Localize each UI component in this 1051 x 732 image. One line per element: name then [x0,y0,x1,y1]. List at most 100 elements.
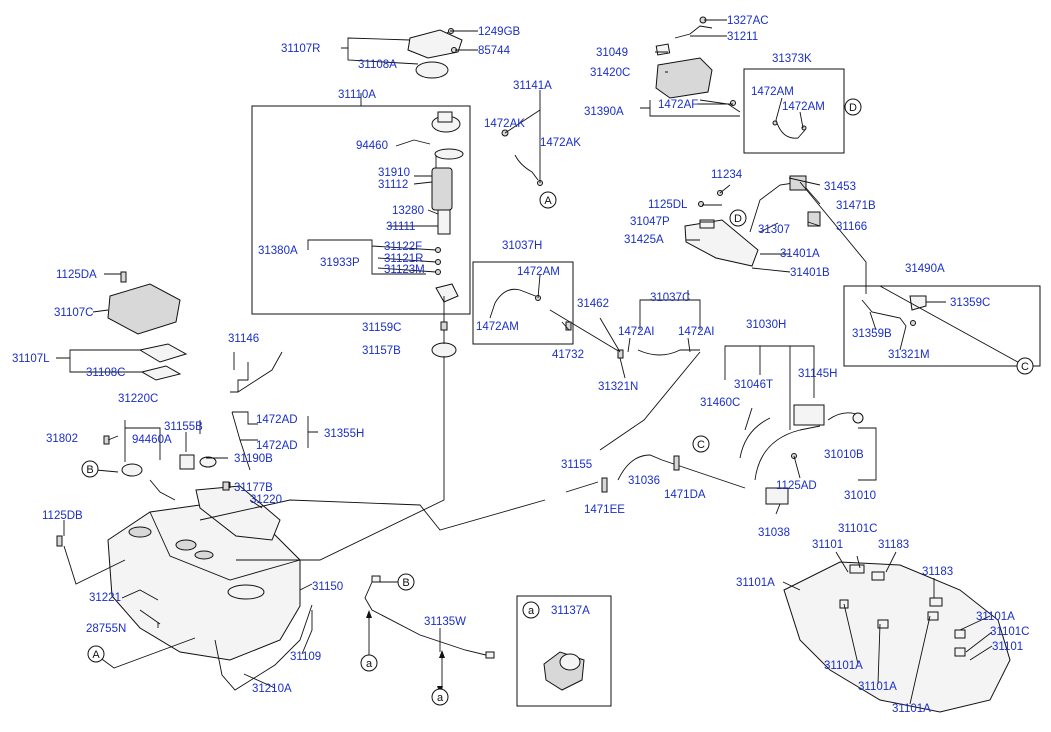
label-31359C: 31359C [950,297,990,309]
label-31010: 31010 [844,490,876,502]
label-31166: 31166 [836,221,867,233]
cover-plate-31107R [407,28,463,79]
label-31453: 31453 [824,181,856,193]
box-31037H [472,261,574,345]
vent-tube-31146 [237,351,283,393]
label-31155B: 31155B [164,421,203,433]
label-31462: 31462 [577,298,609,310]
label-31101A-e: 31101A [892,703,931,715]
label-31221: 31221 [89,592,121,604]
label-31038: 31038 [758,527,790,539]
label-1472AI-b: 1472AI [678,326,714,338]
label-31355H: 31355H [324,428,364,440]
label-31183-b: 31183 [922,566,953,578]
label-31490A: 31490A [905,263,945,275]
filler-neck-assembly [739,404,864,505]
label-1471EE: 1471EE [584,504,625,516]
label-31145H: 31145H [798,368,837,380]
box-31490A [843,285,1041,367]
label-31037H: 31037H [502,240,542,252]
label-1472AM-d: 1472AM [476,321,519,333]
label-31101-b: 31101 [992,641,1023,653]
label-31220C: 31220C [118,393,158,405]
label-1125DA: 1125DA [56,269,97,281]
bolt-31159C [440,321,448,331]
callout-D1: D [844,98,862,116]
svg-text:C: C [1021,361,1029,373]
label-1472AK-b: 1472AK [540,137,581,149]
label-31210A: 31210A [252,683,292,695]
label-31460C: 31460C [700,397,740,409]
label-31135W: 31135W [424,616,466,628]
label-31183-a: 31183 [878,539,909,551]
label-31101C-b: 31101C [990,626,1029,638]
svg-text:C: C [697,439,705,451]
label-31108C: 31108C [86,367,125,379]
label-31401B: 31401B [790,267,830,279]
callout-B2: B [397,573,415,591]
callout-C2: C [1016,357,1034,375]
label-31108A: 31108A [358,59,397,71]
label-31101C-a: 31101C [838,523,877,535]
label-31177B: 31177B [234,482,273,494]
label-31030H: 31030H [746,319,786,331]
label-31359B: 31359B [852,328,892,340]
heat-shield-31101 [783,561,1011,713]
label-31107R: 31107R [281,43,320,55]
harness-connector-2 [485,651,495,659]
svg-text:A: A [544,195,552,207]
label-31101A-c: 31101A [824,660,863,672]
label-31307: 31307 [758,224,790,236]
label-31037C: 31037C [650,292,690,304]
clamp-1471EE [601,477,608,493]
label-31146: 31146 [228,333,259,345]
label-13280: 13280 [392,205,424,217]
label-31190B: 31190B [234,453,273,465]
label-31471B: 31471B [836,200,876,212]
harness-connector [371,575,381,583]
pipe-31155 [565,481,599,493]
leader-lines [56,19,1026,705]
hose-31037H [494,288,539,304]
label-31121R: 31121R [384,253,423,265]
callout-D2: D [729,209,747,227]
svg-text:D: D [849,102,857,114]
hose-31036 [617,454,663,481]
label-1472AM-b: 1472AM [782,101,825,113]
label-31137A: 31137A [551,605,590,617]
label-1125DB: 1125DB [42,510,83,522]
label-31036: 31036 [628,475,660,487]
label-31933P: 31933P [320,257,360,269]
svg-text:a: a [437,692,444,704]
callout-B1: B [81,460,99,478]
svg-text:a: a [528,605,535,617]
label-31049: 31049 [596,47,628,59]
label-1472AM-a: 1472AM [751,86,794,98]
harness-31135W [364,581,491,657]
label-31112: 31112 [378,179,408,191]
label-31155: 31155 [561,459,592,471]
label-94460: 94460 [356,140,388,152]
callout-a1: a [360,654,378,672]
label-31910: 31910 [378,167,410,179]
label-1125AD: 1125AD [776,480,817,492]
label-31159C: 31159C [362,322,401,334]
label-31425A: 31425A [624,234,664,246]
fuel-pump-module [413,111,543,303]
label-1472AF: 1472AF [658,99,698,111]
bracket-31425A [684,175,821,267]
cover-plate-31107C [107,271,188,381]
label-31157B: 31157B [362,345,401,357]
label-31047P: 31047P [630,216,670,228]
tube-31462 [549,309,621,353]
label-41732: 41732 [552,349,584,361]
label-1125DL: 1125DL [648,199,688,211]
label-1249GB: 1249GB [478,26,521,38]
label-31107C: 31107C [54,307,93,319]
label-31373K: 31373K [772,53,812,65]
clamp-1471DA [673,455,680,471]
clip-31137A [543,651,585,691]
label-31122F: 31122F [384,241,422,253]
